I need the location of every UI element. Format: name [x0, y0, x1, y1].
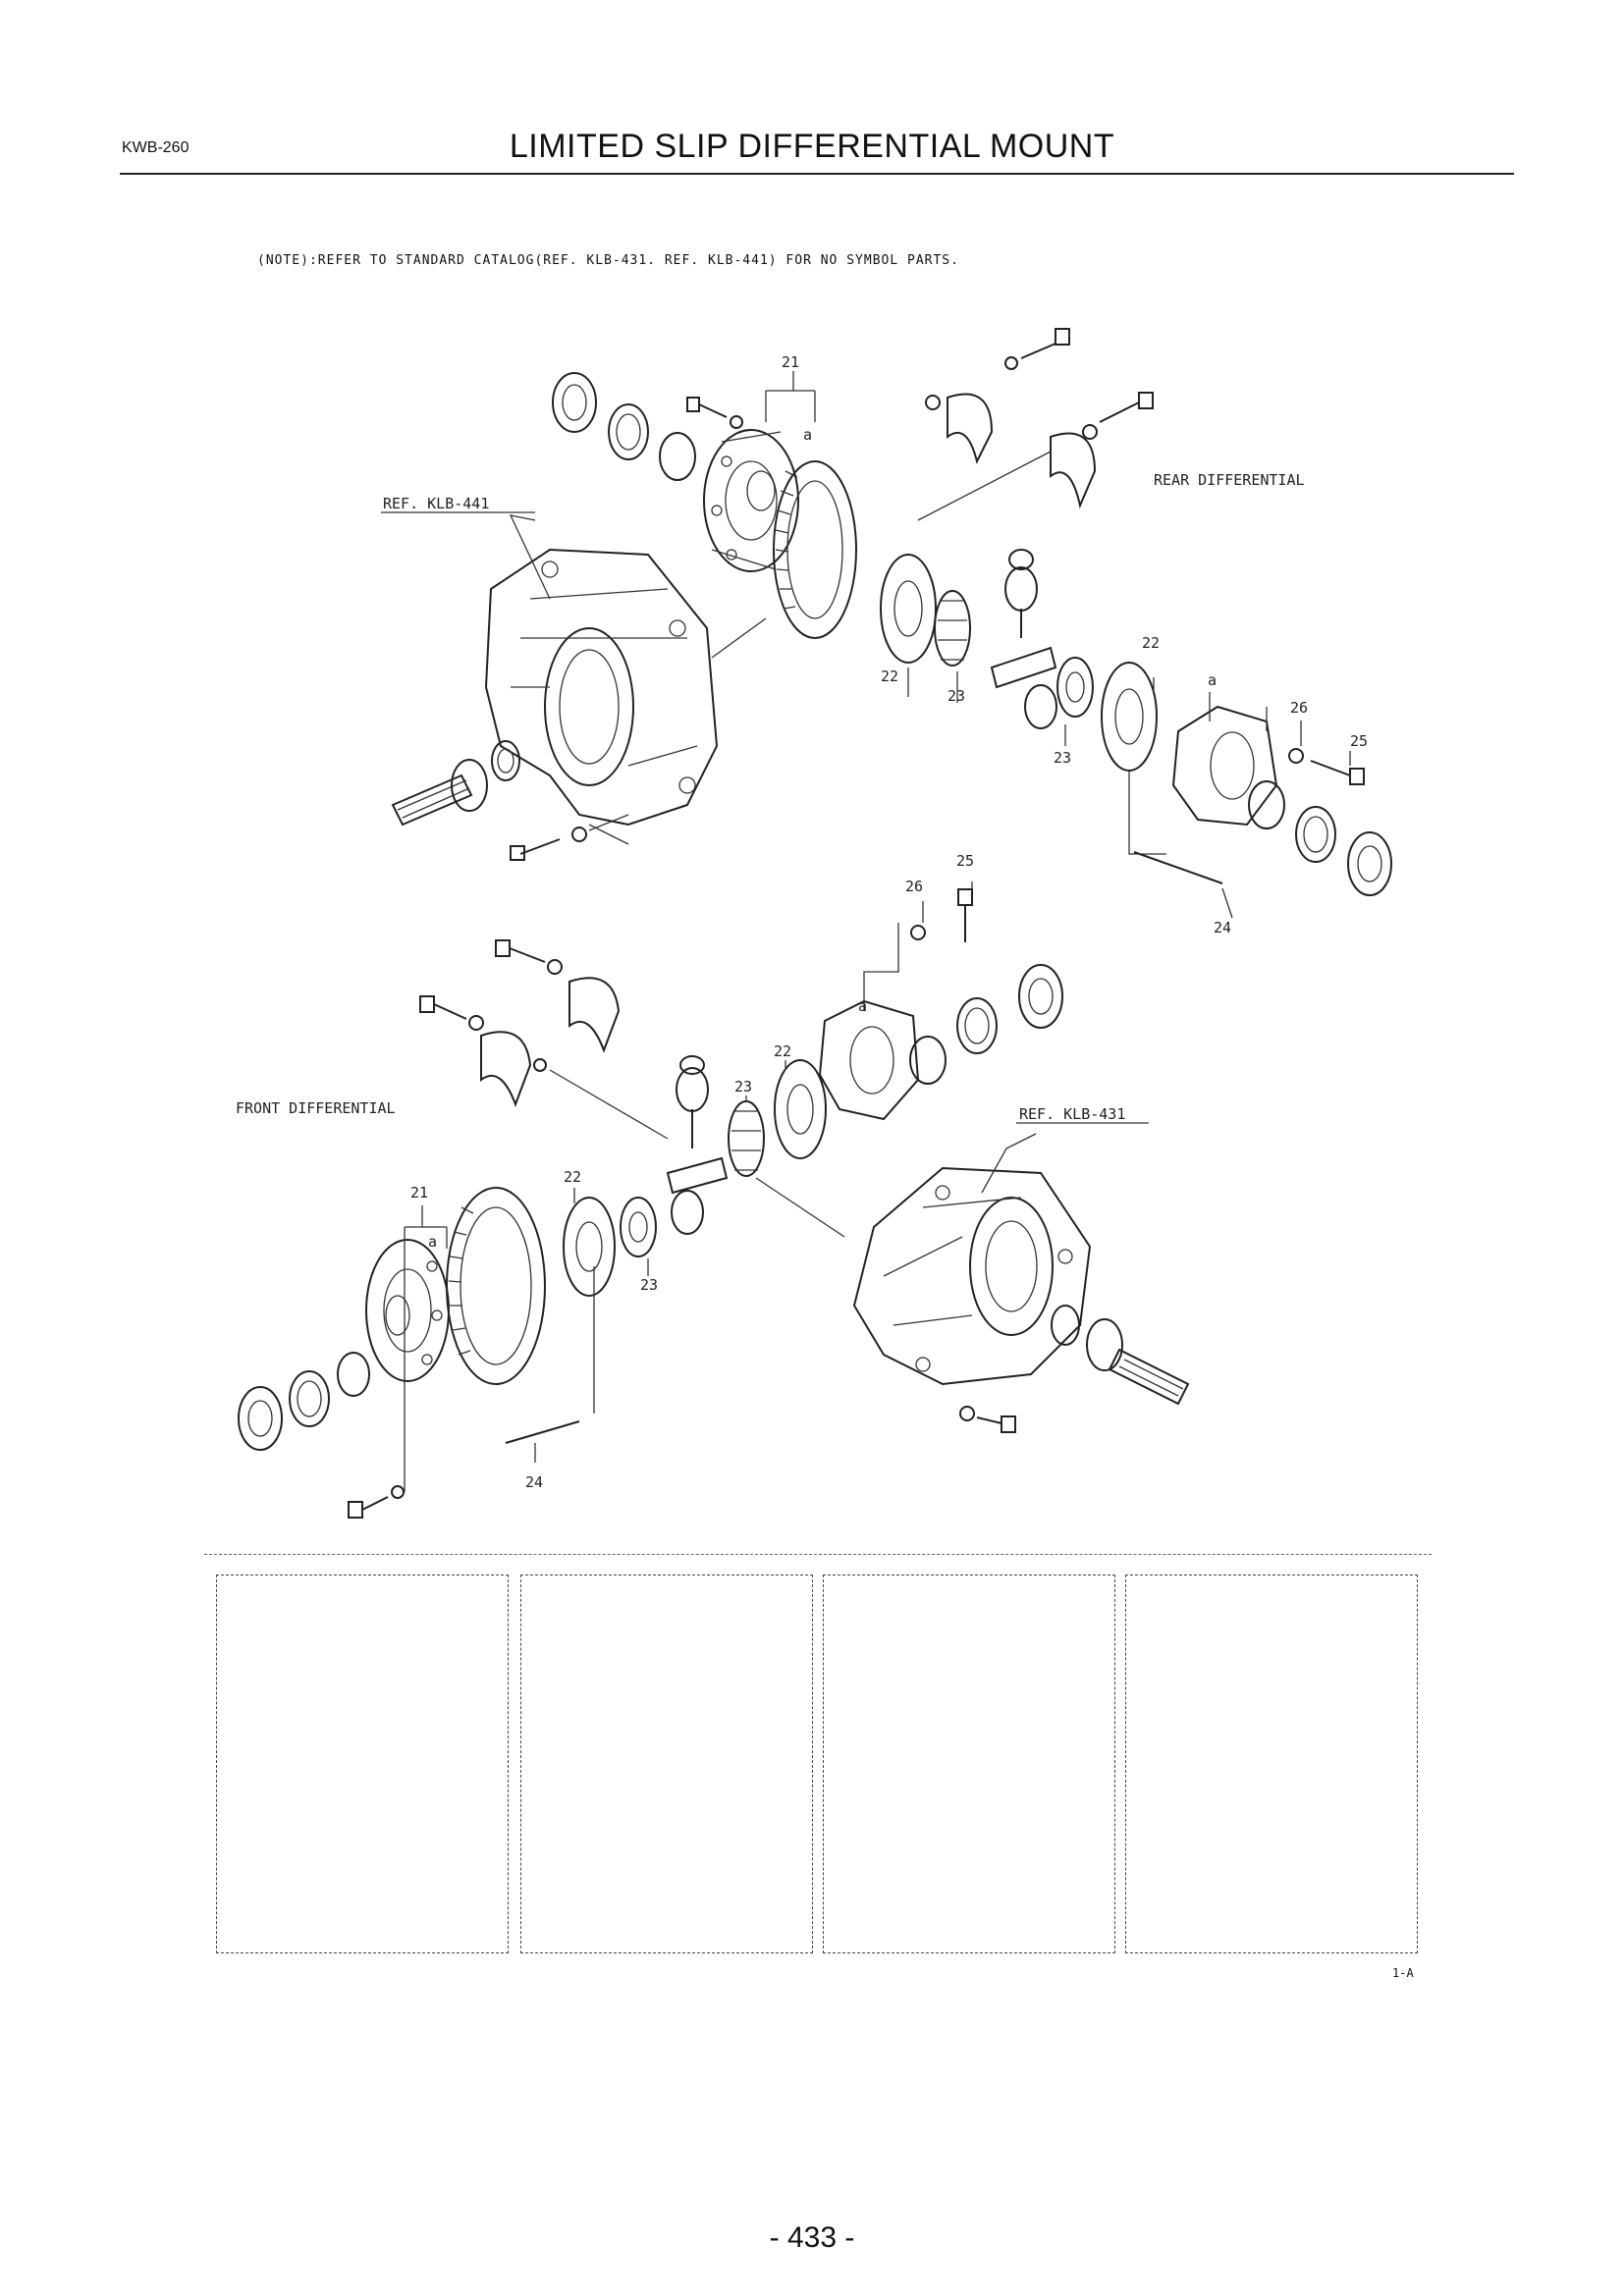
front-lock-pin: [505, 1420, 580, 1444]
front-bearing-cap-lower: [419, 995, 547, 1107]
rear-callout-leaders: [509, 371, 1351, 919]
front-upper-bearings: [909, 964, 1063, 1085]
catalog-note: (NOTE):REFER TO STANDARD CATALOG(REF. KL…: [257, 253, 959, 268]
callout-a: a: [858, 997, 867, 1015]
rear-differential-label: REAR DIFFERENTIAL: [1154, 471, 1305, 489]
exploded-parts-diagram: REAR DIFFERENTIAL REF. KLB-441 FRONT DIF…: [236, 328, 1392, 1519]
callout-21: 21: [410, 1184, 428, 1201]
rear-diff-case-half: [703, 429, 799, 572]
callout-22: 22: [774, 1042, 791, 1060]
callout-23: 23: [734, 1078, 752, 1095]
rear-ring-gear: [773, 460, 857, 639]
rear-lock-pin: [1133, 851, 1223, 884]
rear-ring-gear-bolt: [686, 397, 743, 429]
front-side-gear-right: [728, 1100, 765, 1177]
front-side-gear-left: [620, 1197, 657, 1257]
rear-case-bolt: [1288, 748, 1365, 785]
front-case-bolt: [910, 888, 973, 942]
parts-box-4: [1125, 1575, 1418, 1953]
callout-22: 22: [564, 1168, 581, 1186]
rear-right-bearings: [1248, 780, 1392, 896]
front-diff-case-upper: [818, 999, 920, 1121]
catalog-code: KWB-260: [122, 139, 189, 156]
callout-23: 23: [947, 687, 965, 705]
callout-a: a: [1208, 671, 1217, 689]
callout-23: 23: [640, 1276, 658, 1294]
rear-housing: [484, 548, 719, 845]
front-diff-case-half: [365, 1239, 450, 1382]
rear-friction-plate-right: [1101, 662, 1158, 772]
rear-bearing-cap-upper: [925, 328, 1070, 464]
callout-22: 22: [1142, 634, 1160, 652]
front-ring-gear: [446, 1187, 546, 1385]
page-title: LIMITED SLIP DIFFERENTIAL MOUNT: [509, 128, 1115, 165]
header-rule: [120, 173, 1514, 175]
callout-26: 26: [905, 878, 923, 895]
front-bearing-cap-upper: [495, 939, 621, 1053]
callout-21: 21: [782, 353, 799, 371]
callout-24: 24: [525, 1473, 543, 1491]
rear-assembly-line-1: [917, 451, 1052, 521]
rear-assembly-line-2: [711, 617, 767, 659]
page-number: - 433 -: [769, 2221, 855, 2254]
front-pinion-shaft: [1051, 1305, 1190, 1406]
parts-box-2: [520, 1575, 813, 1953]
front-housing-reference: REF. KLB-431: [1019, 1105, 1125, 1123]
rear-side-gear-right: [1056, 657, 1094, 718]
rear-pinion-cross: [990, 549, 1057, 729]
callout-a: a: [803, 426, 812, 444]
front-friction-plate-right: [774, 1059, 827, 1159]
front-differential-label: FRONT DIFFERENTIAL: [236, 1099, 396, 1117]
callout-a: a: [428, 1233, 437, 1251]
rear-friction-plate-left: [880, 554, 937, 664]
front-differential-assembly: [238, 881, 1190, 1519]
callout-26: 26: [1290, 699, 1308, 717]
rear-bearing-cap-lower: [1050, 392, 1154, 509]
front-left-bearings: [238, 1352, 370, 1451]
front-assembly-line-2: [755, 1177, 845, 1238]
front-callout-leaders: [404, 881, 1037, 1492]
rear-diff-case-right: [1171, 705, 1278, 827]
callout-24: 24: [1214, 919, 1231, 936]
rear-housing-bolt: [510, 814, 629, 861]
callout-25: 25: [1350, 732, 1368, 750]
front-housing: [852, 1166, 1092, 1386]
callout-22: 22: [881, 667, 898, 685]
front-friction-plate-left: [563, 1197, 616, 1297]
front-pinion-cross: [666, 1055, 729, 1235]
rear-pinion-shaft: [391, 740, 520, 827]
rear-housing-reference: REF. KLB-441: [383, 495, 489, 512]
front-assembly-line-1: [549, 1069, 669, 1140]
rear-side-bearings: [552, 372, 696, 481]
section-divider: [204, 1554, 1432, 1555]
sheet-code: 1-A: [1392, 1966, 1414, 1980]
front-housing-bolt: [959, 1406, 1016, 1433]
front-ring-gear-bolt: [348, 1485, 405, 1519]
callout-23: 23: [1054, 749, 1071, 767]
rear-side-gear-left: [934, 590, 971, 667]
parts-box-1: [216, 1575, 509, 1953]
parts-box-3: [823, 1575, 1115, 1953]
callout-25: 25: [956, 852, 974, 870]
rear-differential-assembly: [391, 328, 1392, 919]
